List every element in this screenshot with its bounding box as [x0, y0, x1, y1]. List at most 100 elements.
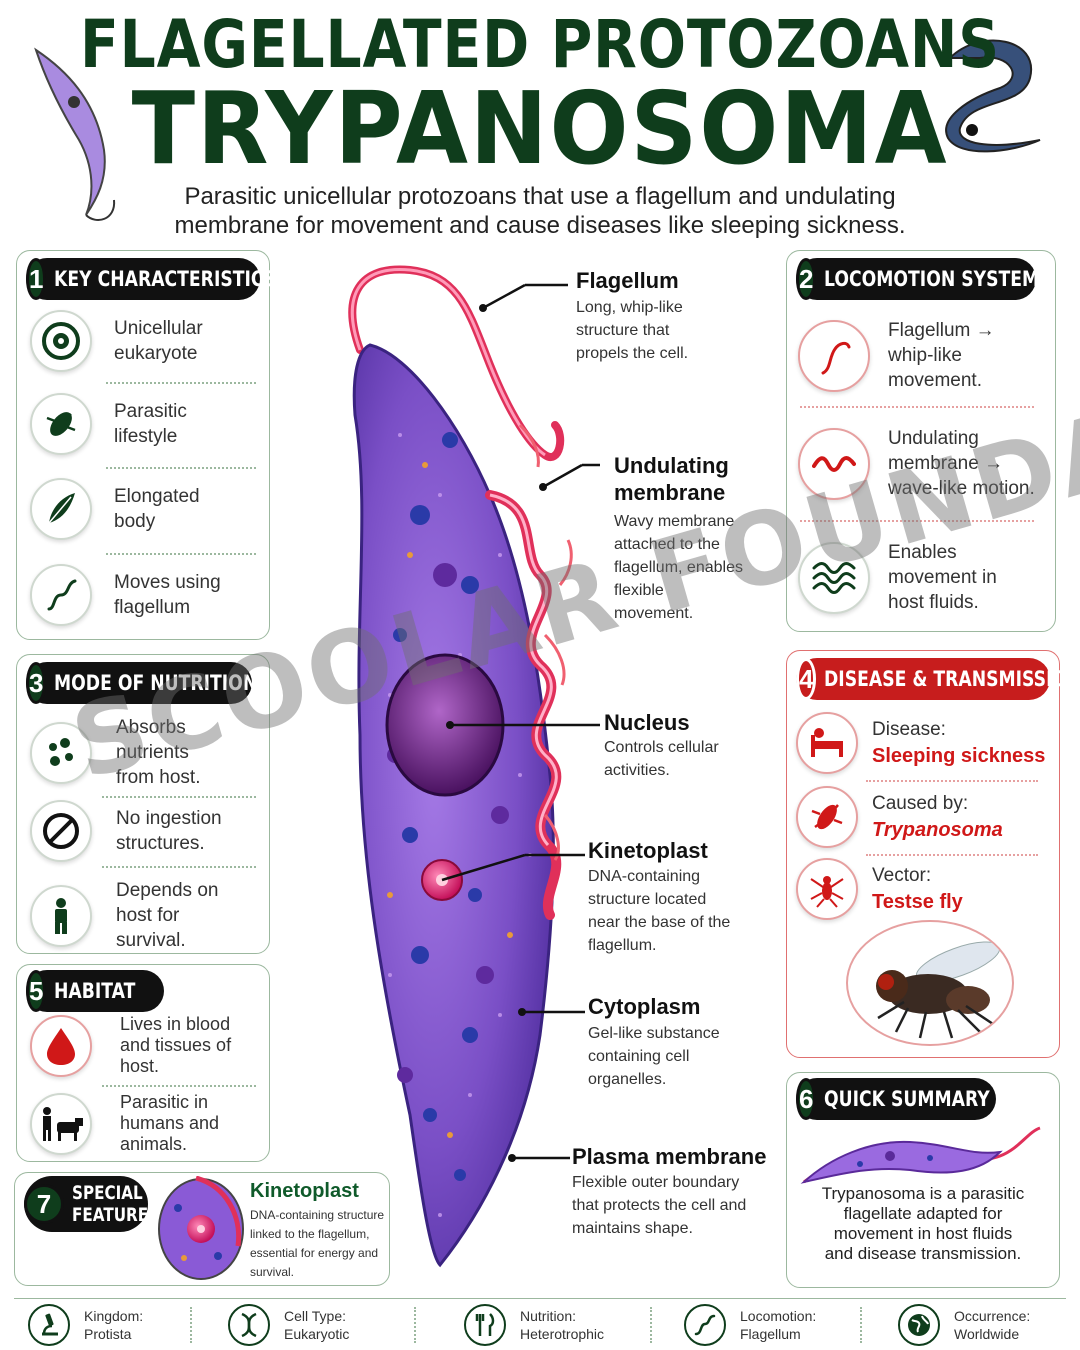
key-item-text: Elongated body — [114, 486, 200, 532]
footer-value: Heterotrophic — [520, 1326, 605, 1342]
special-feature-header: 7 SPECIAL FEATURE — [24, 1176, 148, 1232]
divider — [102, 1085, 256, 1087]
section-title: LOCOMOTION SYSTEM — [824, 267, 1040, 291]
footer-label: Nutrition: — [520, 1308, 577, 1324]
trypanosoma-cell-diagram — [348, 265, 600, 1268]
habitat-item-humans-animals: Parasitic in humans and animals. — [30, 1092, 240, 1155]
label-cytoplasm-desc: Gel-like substance containing cell organ… — [588, 1025, 720, 1088]
divider — [106, 553, 256, 555]
fork-knife-icon — [464, 1304, 506, 1346]
section-number: 2 — [796, 258, 817, 300]
divider — [106, 382, 256, 384]
key-item-text: Unicellular eukaryote — [114, 318, 203, 364]
footer-value: Eukaryotic — [284, 1326, 350, 1342]
section-title: QUICK SUMMARY — [824, 1087, 991, 1111]
locomotion-item-membrane: Undulating membrane → wave-like motion. — [798, 426, 1038, 501]
footer-value: Protista — [84, 1326, 132, 1342]
footer-divider — [190, 1307, 192, 1343]
no-sign-icon — [30, 800, 92, 862]
footer-item-cell-type: Cell Type: Eukaryotic — [228, 1304, 349, 1346]
human-cow-icon — [30, 1092, 92, 1155]
person-icon — [30, 884, 92, 947]
vector-value: Testse fly — [872, 891, 963, 913]
nutrition-item-no-ingestion: No ingestion structures. — [30, 800, 226, 862]
microscope-icon — [28, 1304, 70, 1346]
label-cytoplasm-title: Cytoplasm — [588, 994, 701, 1019]
special-title-line2: FEATURE — [72, 1204, 149, 1226]
footer-value: Worldwide — [954, 1326, 1020, 1342]
mode-of-nutrition-header: 3 MODE OF NUTRITION — [26, 662, 258, 704]
habitat-header: 5 HABITAT — [26, 970, 164, 1012]
pathogen-icon — [796, 786, 858, 848]
footer-item-locomotion: Locomotion: Flagellum — [684, 1304, 816, 1346]
globe-icon — [898, 1304, 940, 1346]
disease-transmission-header: 4 DISEASE & TRANSMISSION — [796, 658, 1080, 700]
habitat-item-text: Parasitic in humans and animals. — [120, 1092, 220, 1154]
nutrition-item-text: No ingestion structures. — [116, 808, 222, 854]
locomotion-item-text: Enables movement in host fluids. — [888, 542, 997, 613]
dna-icon — [228, 1304, 270, 1346]
key-characteristics-header: 1 KEY CHARACTERISTICS — [26, 258, 277, 300]
locomotion-item-flagellum: Flagellum → whip-like movement. — [798, 318, 998, 393]
main-title-line2: TRYPANOSOMA — [131, 70, 949, 187]
section-title: DISEASE & TRANSMISSION — [824, 667, 1080, 691]
disease-item-caused-by: Caused by: Trypanosoma — [796, 786, 1003, 848]
label-nucleus-title: Nucleus — [604, 710, 690, 735]
footer-item-nutrition: Nutrition: Heterotrophic — [464, 1304, 604, 1346]
wavy-line-icon — [798, 427, 870, 500]
section-title: HABITAT — [54, 979, 136, 1003]
label-nucleus-desc: Controls cellular activities. — [604, 739, 719, 779]
section-title: MODE OF NUTRITION — [54, 671, 258, 695]
footer-bar: Kingdom: Protista Cell Type: Eukaryotic Nu… — [14, 1298, 1066, 1348]
parasite-icon — [30, 393, 92, 455]
mosquito-icon — [796, 858, 858, 920]
whip-icon — [798, 319, 870, 392]
divider — [102, 796, 256, 798]
nutrition-item-absorbs: Absorbs nutrients from host. — [30, 715, 216, 790]
label-plasma-membrane-desc: Flexible outer boundary that protects th… — [572, 1174, 747, 1237]
locomotion-item-fluids: Enables movement in host fluids. — [798, 540, 1018, 615]
footer-label: Kingdom: — [84, 1308, 144, 1324]
divider — [866, 854, 1038, 856]
patient-bed-icon — [796, 712, 858, 774]
cell-icon — [30, 310, 92, 372]
label-kinetoplast-desc: DNA-containing structure located near th… — [588, 868, 731, 954]
locomotion-system-header: 2 LOCOMOTION SYSTEM — [796, 258, 1040, 300]
footer-divider — [414, 1307, 416, 1343]
corner-trypanosoma-left-illustration — [34, 47, 116, 221]
section-number: 6 — [796, 1078, 817, 1120]
leaf-shape-icon — [30, 478, 92, 540]
divider — [800, 520, 1034, 522]
divider — [866, 780, 1038, 782]
footer-divider — [650, 1307, 652, 1343]
label-plasma-membrane-title: Plasma membrane — [572, 1144, 767, 1169]
key-item-parasitic: Parasitic lifestyle — [30, 393, 224, 455]
divider — [800, 406, 1034, 408]
key-item-elongated: Elongated body — [30, 478, 224, 540]
footer-value: Flagellum — [740, 1326, 801, 1342]
caused-by-value: Trypanosoma — [872, 819, 1003, 841]
caused-by-label: Caused by: — [872, 793, 969, 814]
footer-divider — [860, 1307, 862, 1343]
nutrition-item-text: Absorbs nutrients from host. — [116, 717, 201, 788]
footer-label: Cell Type: — [284, 1308, 346, 1324]
section-number: 4 — [796, 658, 817, 700]
footer-label: Locomotion: — [740, 1308, 817, 1324]
footer-label: Occurrence: — [954, 1308, 1031, 1324]
kinetoplast-zoom-illustration — [158, 1176, 244, 1280]
key-item-unicellular: Unicellular eukaryote — [30, 310, 224, 372]
section-number: 3 — [26, 662, 47, 704]
disease-label: Disease: — [872, 719, 946, 740]
key-item-text: Moves using flagellum — [114, 572, 221, 618]
corner-trypanosoma-right-illustration — [945, 39, 1041, 153]
disease-item-disease: Disease: Sleeping sickness — [796, 712, 1045, 774]
fluid-waves-icon — [798, 541, 870, 614]
section-title: KEY CHARACTERISTICS — [54, 267, 277, 291]
label-flagellum-desc: Long, whip-like structure that propels t… — [576, 299, 689, 362]
special-feature-title: Kinetoplast — [250, 1180, 359, 1202]
section-number: 1 — [26, 258, 47, 300]
locomotion-item-text: Undulating membrane → wave-like motion. — [888, 428, 1035, 499]
squiggle-icon — [684, 1304, 726, 1346]
blood-drop-icon — [30, 1014, 92, 1077]
cell-body-shape — [352, 343, 555, 1268]
